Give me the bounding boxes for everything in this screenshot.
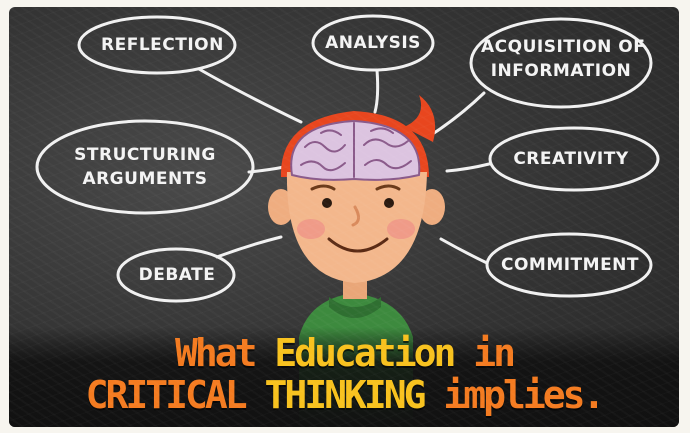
analysis-bubble bbox=[311, 14, 435, 72]
creativity-bubble bbox=[488, 126, 660, 192]
caption-word-what: What bbox=[175, 331, 257, 375]
caption-line-1: What Education in bbox=[9, 332, 679, 374]
commitment-bubble bbox=[485, 232, 653, 298]
structuring-label-line1: STRUCTURING bbox=[74, 145, 216, 165]
reflection-label: REFLECTION bbox=[101, 35, 224, 55]
debate-label: DEBATE bbox=[138, 265, 216, 285]
acquisition-label-line2: INFORMATION bbox=[490, 61, 632, 81]
caption-word-thinking: THINKING bbox=[264, 373, 426, 417]
acquisition-bubble bbox=[469, 17, 653, 109]
caption-word-in: in bbox=[473, 331, 516, 375]
caption-word-education: Education bbox=[274, 331, 456, 375]
creativity-label: CREATIVITY bbox=[513, 149, 629, 169]
debate-connector bbox=[215, 235, 283, 259]
analysis-connector bbox=[373, 68, 380, 114]
commitment-connector bbox=[439, 237, 489, 265]
acquisition-connector bbox=[429, 91, 486, 137]
structuring-bubble bbox=[35, 119, 255, 215]
creativity-connector bbox=[445, 162, 491, 173]
caption-word-implies: implies. bbox=[443, 373, 605, 417]
structuring-label-line2: ARGUMENTS bbox=[82, 169, 208, 189]
caption-line-2: CRITICAL THINKING implies. bbox=[9, 374, 679, 416]
analysis-label: ANALYSIS bbox=[325, 33, 421, 53]
acquisition-label-line1: ACQUISITION OF bbox=[481, 37, 646, 57]
reflection-bubble bbox=[77, 15, 237, 75]
caption-word-critical: CRITICAL bbox=[85, 373, 248, 417]
chalkboard: REFLECTION ANALYSIS ACQUISITION OF INFOR… bbox=[9, 7, 679, 427]
commitment-label: COMMITMENT bbox=[500, 255, 640, 275]
caption-band bbox=[9, 327, 679, 427]
debate-bubble bbox=[116, 247, 236, 303]
reflection-connector bbox=[197, 67, 303, 124]
